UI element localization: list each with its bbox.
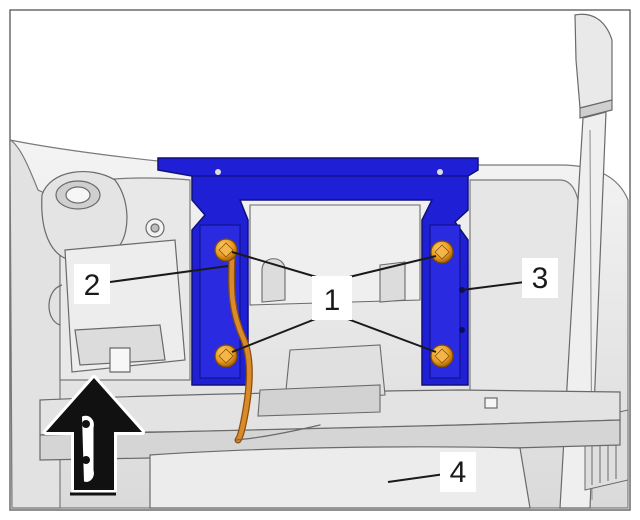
callout-3-label: 3: [532, 262, 549, 295]
callout-4-label: 4: [450, 456, 467, 489]
callout-2-label: 2: [84, 269, 101, 302]
callout-1: 1: [312, 276, 352, 320]
leader-lines: [109, 251, 526, 483]
bolt: [430, 240, 454, 264]
arrow-up-icon: [43, 375, 145, 496]
bolts: [214, 238, 454, 368]
wiring-harness: [228, 248, 321, 444]
callout-2: 2: [74, 264, 110, 304]
bolt: [214, 344, 238, 368]
bolt: [214, 238, 238, 262]
callout-1-label: 1: [324, 284, 341, 317]
lower-trim-panel: [149, 446, 531, 509]
bolt: [430, 344, 454, 368]
upper-left-mount: [41, 171, 165, 261]
callout-4: 4: [440, 452, 476, 492]
callout-3: 3: [522, 258, 558, 298]
center-control-panel: [249, 204, 421, 417]
